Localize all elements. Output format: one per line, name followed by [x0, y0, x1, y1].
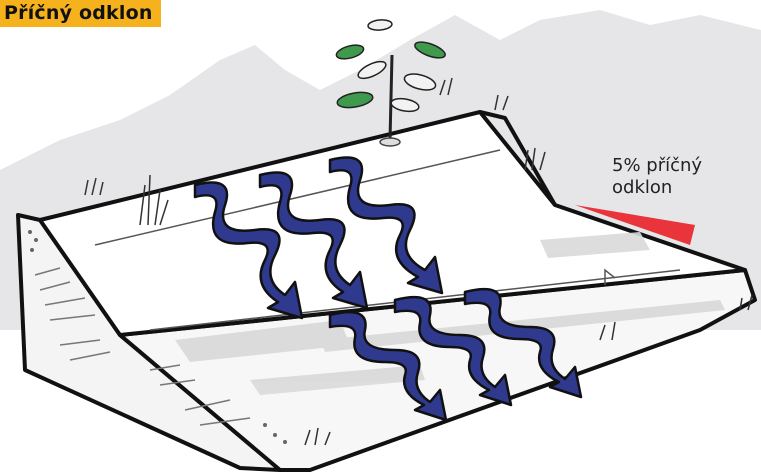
annotation-line-1: 5% příčný [612, 155, 752, 177]
title-badge: Příčný odklon [0, 0, 161, 27]
annotation-line-2: odklon [612, 177, 752, 199]
cross-slope-annotation: 5% příčný odklon [612, 155, 752, 199]
